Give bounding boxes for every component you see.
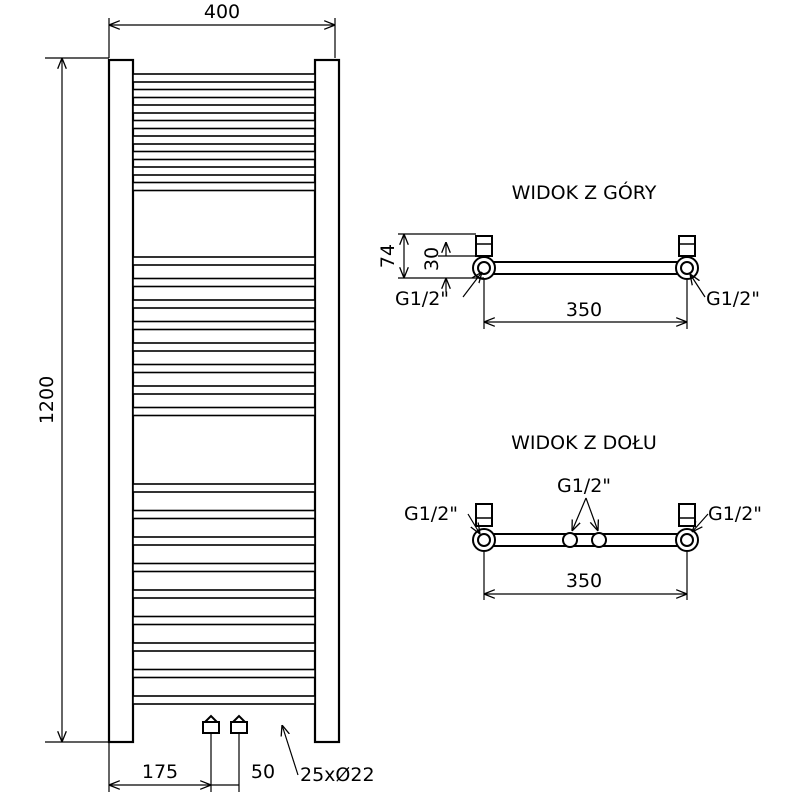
top-thread-left: G1/2" [395,288,449,310]
tubes-label: 25xØ22 [300,764,375,786]
bottom-thread-left: G1/2" [404,503,458,525]
top-view-bar [483,261,688,275]
height-label: 1200 [36,376,58,424]
rung-12 [132,320,316,331]
bottom-view: WIDOK Z DOŁU G1/2" G1/2" G1/2" 350 [404,432,762,600]
bottom-valve-right [230,714,248,734]
bottom-left-valve-body [475,503,493,527]
top-view-title: WIDOK Z GÓRY [512,180,657,204]
rung-14 [132,363,316,374]
rung-7 [132,166,316,176]
top-right-pipe-inner [680,261,694,275]
rung-15 [132,385,316,395]
rung-2 [132,88,316,99]
rung-23 [132,642,316,652]
rung-3 [132,104,316,114]
top-right-valve-body [678,235,696,257]
front-view: 400 1200 175 50 25xØ22 [36,1,375,792]
bottom-span-label: 350 [566,570,602,592]
bottom-thread-right: G1/2" [708,503,762,525]
bottom-thread-right-leader [692,513,709,532]
rung-19 [132,536,316,546]
right-collector [313,58,341,744]
rung-17 [132,483,316,493]
rungs-group [132,73,316,705]
rung-4 [132,119,316,130]
offset-label: 175 [142,761,178,783]
top-left-pipe-inner [477,261,491,275]
bottom-left-pipe-inner [477,533,491,547]
rung-18 [132,509,316,520]
top-thread-right: G1/2" [706,288,760,310]
rung-25 [132,695,316,705]
top-span-label: 350 [566,299,602,321]
top-thread-left-leader [462,272,482,298]
rung-5 [132,135,316,145]
rung-6 [132,150,316,161]
top-thread-right-leader [690,274,706,298]
rung-8 [132,181,316,192]
bottom-right-pipe-inner [680,533,694,547]
bottom-view-title: WIDOK Z DOŁU [511,432,657,454]
bottom-mid-connection-left [562,532,578,548]
rung-11 [132,299,316,309]
bottom-thread-left-leader [467,513,480,534]
rung-22 [132,615,316,626]
bottom-valve-left [202,714,220,734]
width-label: 400 [204,1,240,23]
rung-1 [132,73,316,83]
inner-depth-label: 30 [421,247,443,271]
top-view: WIDOK Z GÓRY 74 30 G1/2" G1/2" 350 [377,180,760,329]
rung-16 [132,406,316,417]
rung-13 [132,342,316,352]
bottom-thread-middle-leader-left [572,497,587,531]
bottom-thread-middle: G1/2" [557,475,611,497]
rung-24 [132,668,316,679]
rung-21 [132,589,316,599]
spacing-label: 50 [251,761,275,783]
bottom-view-bar [483,533,688,547]
depth-label: 74 [377,244,399,268]
left-collector [107,58,135,744]
top-left-valve-body [475,235,493,257]
rung-9 [132,256,316,266]
tubes-leader [282,725,299,776]
rung-20 [132,562,316,573]
bottom-thread-middle-leader-right [585,497,598,531]
bottom-right-valve-body [678,503,696,527]
bottom-mid-connection-right [591,532,607,548]
rung-10 [132,277,316,288]
